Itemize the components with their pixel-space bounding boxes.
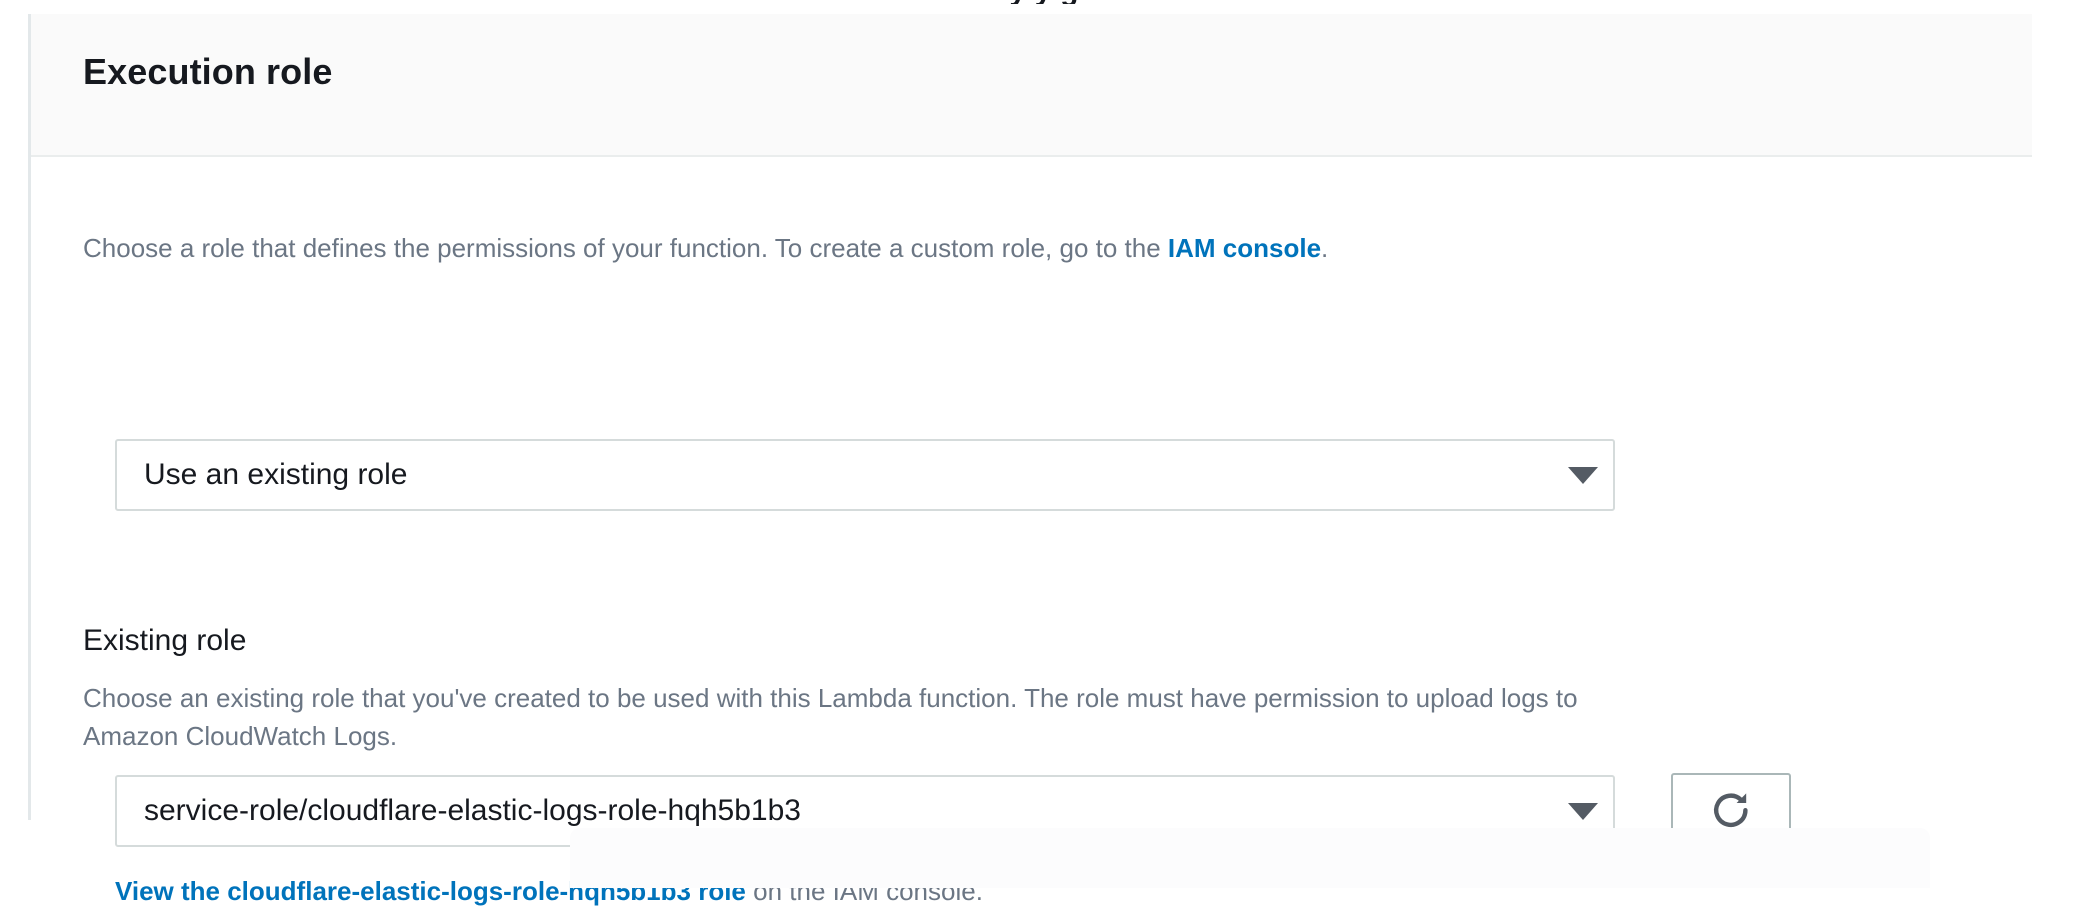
role-type-description: Choose a role that defines the permissio… — [83, 230, 1328, 268]
clipped-text-above-card: y y g — [0, 0, 2088, 4]
chevron-down-icon — [1553, 802, 1613, 820]
card-header: Execution role — [31, 14, 2032, 157]
execution-role-card: Execution role Choose a role that define… — [28, 14, 2032, 906]
existing-role-select-value: service-role/cloudflare-elastic-logs-rol… — [144, 794, 801, 827]
chevron-down-icon — [1553, 466, 1613, 484]
existing-role-description-line-2: Amazon CloudWatch Logs. — [83, 720, 398, 751]
role-type-description-prefix: Choose a role that defines the permissio… — [83, 233, 1168, 263]
iam-console-link[interactable]: IAM console — [1167, 233, 1322, 263]
role-type-description-suffix: . — [1321, 233, 1329, 263]
existing-role-description-line-1: Choose an existing role that you've crea… — [83, 683, 1578, 713]
refresh-icon — [1707, 787, 1755, 835]
clipped-panel-below-card — [570, 828, 1930, 888]
role-type-select-value: Use an existing role — [144, 458, 408, 491]
role-type-select[interactable]: Use an existing role — [115, 439, 1615, 511]
existing-role-description: Choose an existing role that you've crea… — [83, 680, 2043, 755]
card-body: Choose a role that defines the permissio… — [31, 157, 2032, 906]
existing-role-label: Existing role — [83, 624, 247, 657]
page-title: Execution role — [83, 51, 333, 92]
